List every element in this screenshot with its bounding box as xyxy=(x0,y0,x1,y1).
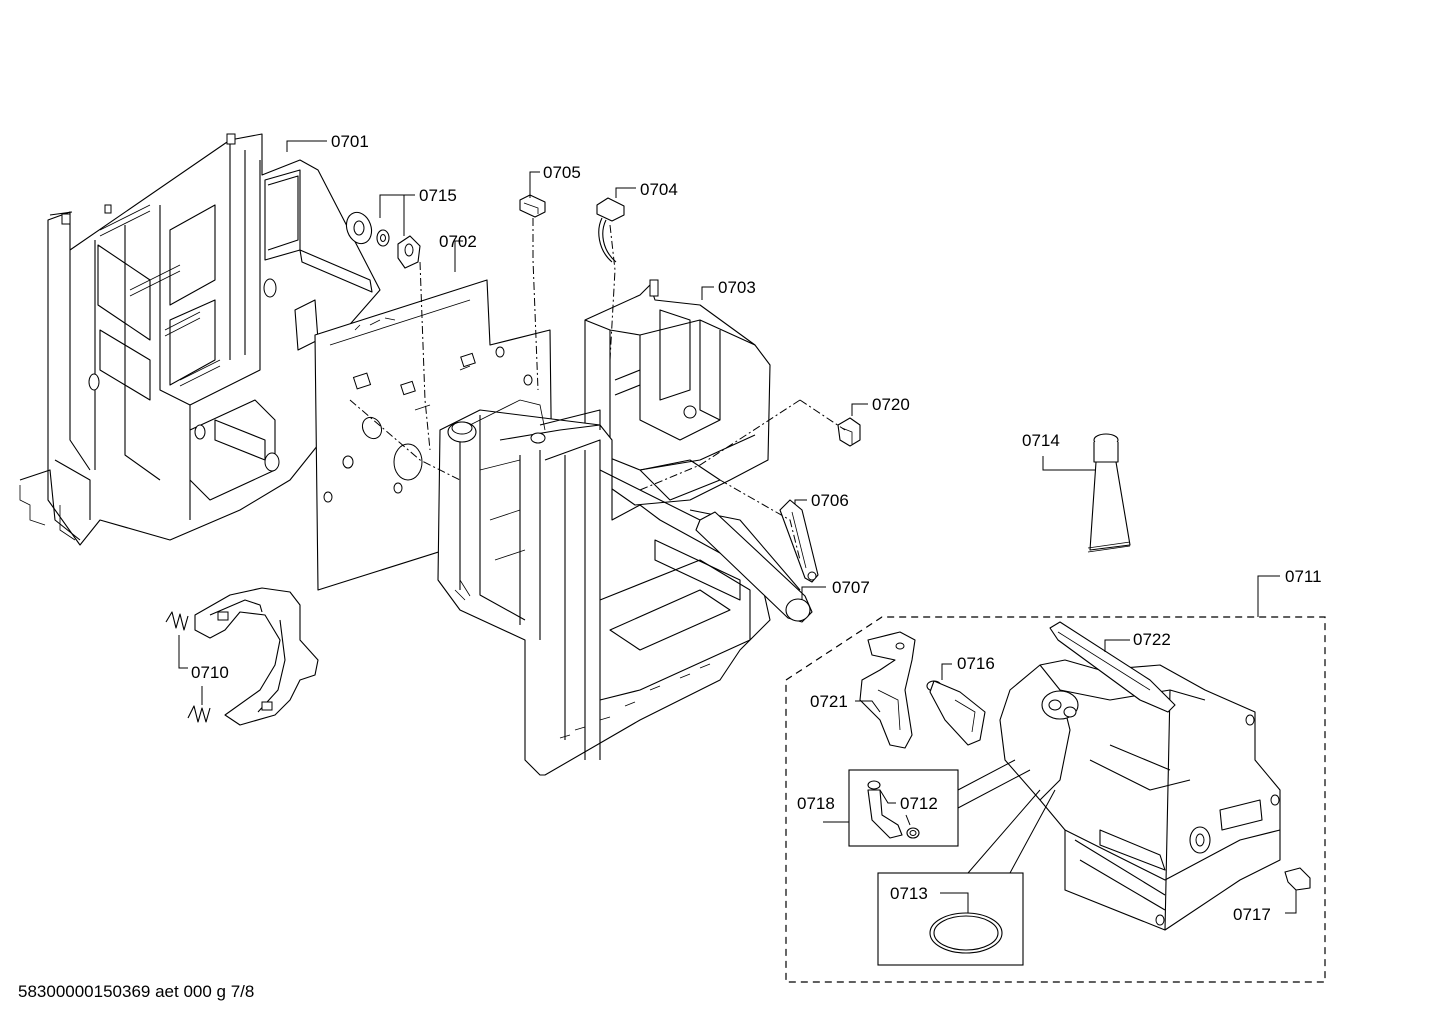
label-0712: 0712 xyxy=(900,794,938,813)
rod-0707[interactable] xyxy=(695,511,813,623)
valve-0716[interactable] xyxy=(926,680,986,746)
spring-0710-bottom xyxy=(187,705,211,723)
label-0701: 0701 xyxy=(331,132,369,151)
label-0711: 0711 xyxy=(1285,567,1322,586)
housing-0703[interactable] xyxy=(584,279,771,506)
label-0717: 0717 xyxy=(1233,905,1271,924)
label-0715: 0715 xyxy=(419,186,457,205)
label-0721: 0721 xyxy=(810,692,848,711)
lever-0721[interactable] xyxy=(859,631,916,749)
label-0718: 0718 xyxy=(797,794,835,813)
cover-0722[interactable] xyxy=(1049,621,1176,713)
assembly-lines xyxy=(349,218,846,561)
label-0714: 0714 xyxy=(1022,431,1060,450)
pivot-0715[interactable] xyxy=(342,209,421,269)
tube-0714[interactable] xyxy=(1087,433,1131,553)
part-0717[interactable] xyxy=(1284,867,1311,891)
label-0704: 0704 xyxy=(640,180,678,199)
label-0707: 0707 xyxy=(832,578,870,597)
label-0705: 0705 xyxy=(543,163,581,182)
center-chassis[interactable] xyxy=(437,399,801,776)
label-0702: 0702 xyxy=(439,232,477,251)
group-box-0711 xyxy=(785,616,1326,983)
frame-0701[interactable] xyxy=(19,133,381,546)
subbox-0713 xyxy=(877,872,1024,966)
o-ring-0713[interactable] xyxy=(929,912,1003,954)
pipe-0718[interactable] xyxy=(867,780,920,839)
brew-unit-0711[interactable] xyxy=(999,659,1281,931)
drawing-reference: 58300000150369 aet 000 g 7/8 xyxy=(18,982,254,1001)
sensor-0704[interactable] xyxy=(596,197,625,263)
label-0706: 0706 xyxy=(811,491,849,510)
label-0713: 0713 xyxy=(890,884,928,903)
label-0716: 0716 xyxy=(957,654,995,673)
spring-0710-top xyxy=(165,611,189,631)
lever-0706[interactable] xyxy=(779,499,819,583)
label-0722: 0722 xyxy=(1133,630,1171,649)
leader-lines xyxy=(178,140,1297,914)
label-0710: 0710 xyxy=(191,663,229,682)
connector-0705[interactable] xyxy=(519,194,546,218)
clip-0720[interactable] xyxy=(837,417,861,447)
label-0703: 0703 xyxy=(718,278,756,297)
bracket-0710[interactable] xyxy=(165,587,319,726)
label-0720: 0720 xyxy=(872,395,910,414)
part-labels: 0701 0715 0702 0705 0704 0703 0720 0714 … xyxy=(191,132,1322,924)
